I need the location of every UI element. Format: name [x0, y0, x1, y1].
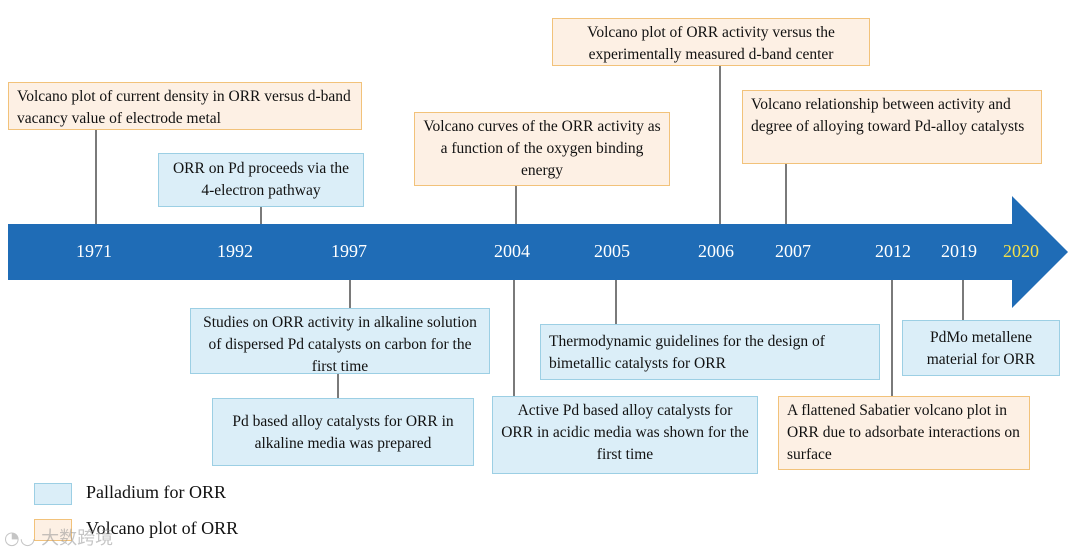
event-box-2006: Volcano plot of ORR activity versus the …: [552, 18, 870, 66]
year-2007: 2007: [775, 241, 811, 261]
connector-lines: [95, 66, 964, 398]
event-box-1971: Volcano plot of current density in ORR v…: [8, 82, 362, 130]
legend-label-volcano: Volcano plot of ORR: [86, 518, 239, 538]
year-1971: 1971: [76, 241, 112, 261]
legend-label-palladium: Palladium for ORR: [86, 482, 226, 502]
watermark-text: 大数跨境: [41, 528, 114, 549]
legend-swatch-palladium: [34, 483, 72, 505]
watermark-logo-icon: ◔◡: [4, 528, 36, 549]
event-box-1997b: Pd based alloy catalysts for ORR in alka…: [212, 398, 474, 466]
event-box-2007: Volcano relationship between activity an…: [742, 90, 1042, 164]
year-2004: 2004: [494, 241, 530, 261]
watermark: ◔◡ 大数跨境: [4, 524, 113, 550]
year-2019: 2019: [941, 241, 977, 261]
year-2012: 2012: [875, 241, 911, 261]
event-box-2004b: Active Pd based alloy catalysts for ORR …: [492, 396, 758, 474]
year-2005: 2005: [594, 241, 630, 261]
event-box-1992: ORR on Pd proceeds via the 4-electron pa…: [158, 153, 364, 207]
event-box-2019: PdMo metallene material for ORR: [902, 320, 1060, 376]
year-1997: 1997: [331, 241, 367, 261]
event-box-2004a: Volcano curves of the ORR activity as a …: [414, 112, 670, 186]
timeline-arrow: [8, 196, 1068, 308]
event-box-2005: Thermodynamic guidelines for the design …: [540, 324, 880, 380]
year-2020: 2020: [1003, 241, 1039, 261]
year-1992: 1992: [217, 241, 253, 261]
event-box-2012: A flattened Sabatier volcano plot in ORR…: [778, 396, 1030, 470]
legend-swatch-volcano: [34, 519, 72, 541]
year-2006: 2006: [698, 241, 734, 261]
event-box-1997a: Studies on ORR activity in alkaline solu…: [190, 308, 490, 375]
